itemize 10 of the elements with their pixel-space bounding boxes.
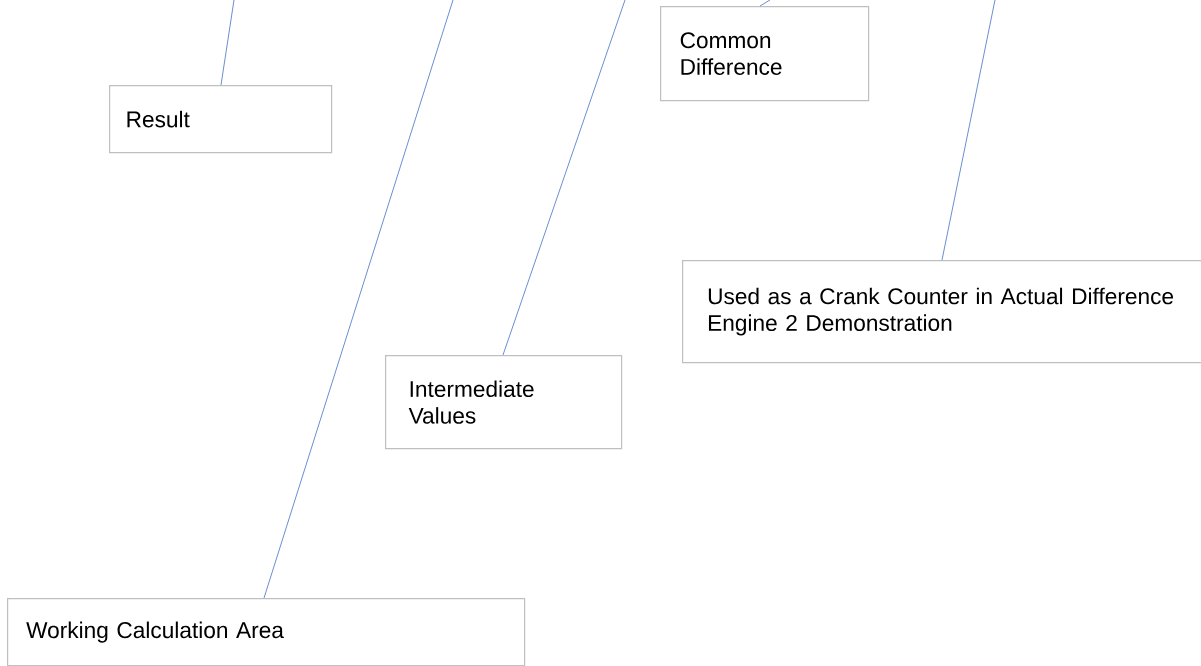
leader-line bbox=[220, 0, 235, 86]
leader-line bbox=[941, 0, 996, 261]
leader-line bbox=[759, 0, 771, 7]
callout-box: Working Calculation Area bbox=[7, 598, 526, 666]
callout-box: Result bbox=[109, 85, 333, 154]
leader-line bbox=[263, 0, 454, 599]
callout-box: Intermediate Values bbox=[385, 355, 623, 450]
leader-line bbox=[502, 0, 626, 356]
callout-box: Common Difference bbox=[660, 6, 870, 102]
callout-box: Used as a Crank Counter in Actual Difference Engine 2 Demonstration bbox=[682, 260, 1201, 364]
